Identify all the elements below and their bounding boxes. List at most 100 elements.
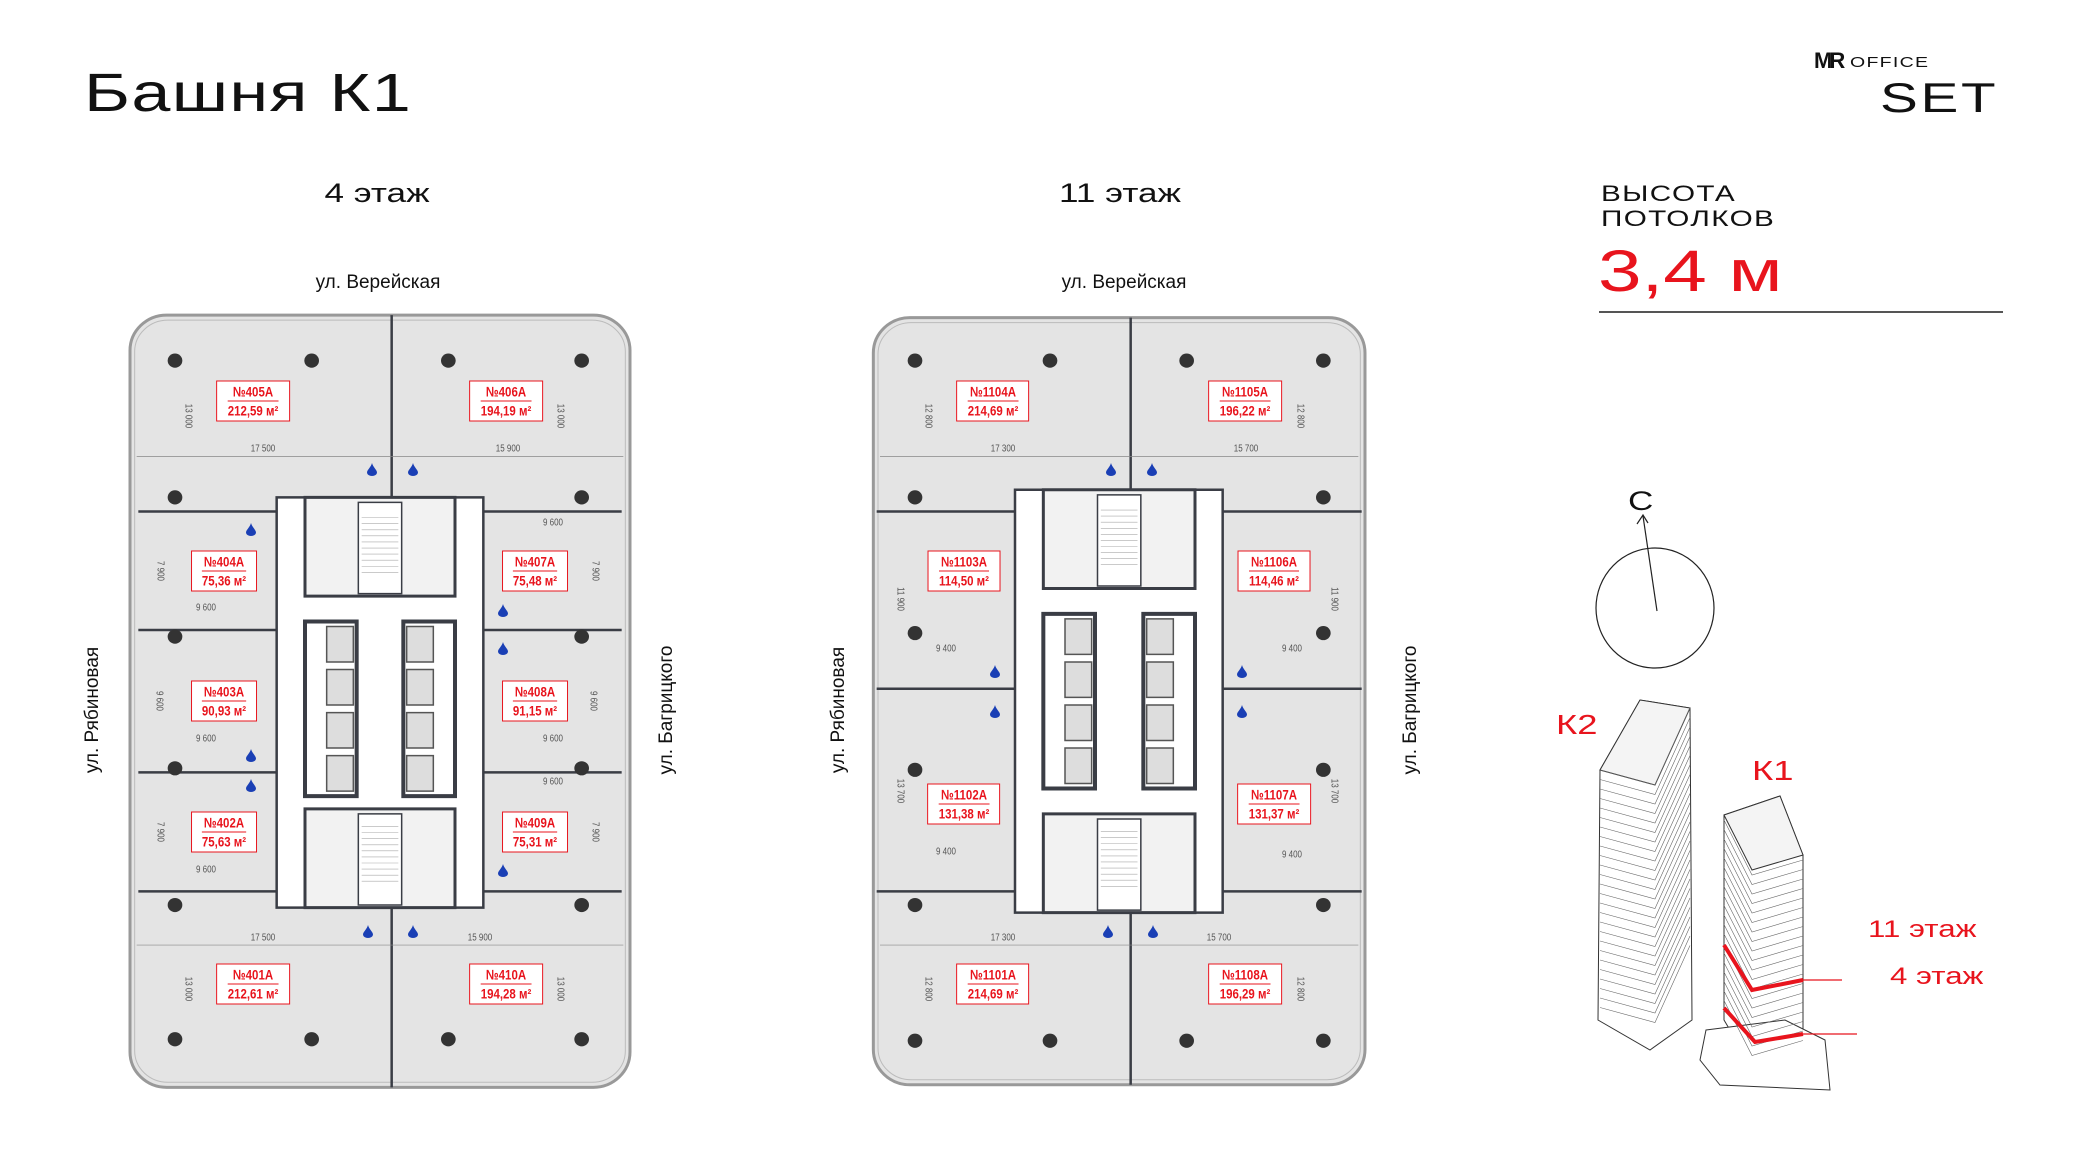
unit-area: 114,50 м²: [938, 572, 989, 589]
dimension-label: 7 900: [154, 821, 166, 842]
street-top-label: ул. Верейская: [1061, 272, 1187, 293]
dimension-label: 12 800: [922, 404, 934, 429]
dimension-label: 17 300: [991, 932, 1016, 944]
floor-title-4: 4 этаж: [324, 178, 430, 208]
compass-north-label: С: [1628, 486, 1654, 516]
column: [907, 490, 923, 505]
dimension-label: 9 600: [543, 776, 564, 788]
column: [304, 353, 319, 368]
dimension-label: 7 900: [154, 560, 166, 581]
dimension-label: 13 700: [894, 778, 906, 804]
water-drop-icon: [245, 523, 256, 537]
street-right-label: ул. Багрицкого: [1400, 645, 1421, 775]
street-top-label: ул. Верейская: [315, 272, 441, 293]
unit-area: 196,29 м²: [1219, 985, 1271, 1002]
unit-number: №402А: [202, 814, 247, 833]
unit-number: №410А: [480, 965, 532, 985]
logo-mr: MR: [1814, 48, 1845, 73]
unit-area: 214,69 м²: [967, 402, 1018, 419]
column: [167, 629, 183, 644]
unit-area: 194,28 м²: [480, 985, 532, 1002]
column: [441, 353, 456, 368]
column: [304, 1032, 319, 1047]
water-drop-icon: [497, 864, 508, 878]
water-drop-icon: [1147, 462, 1157, 476]
water-drop-icon: [990, 665, 1001, 679]
unit-area: 212,59 м²: [228, 402, 279, 419]
dimension-label: 7 900: [589, 560, 601, 581]
dimension-label: 13 000: [182, 404, 194, 429]
column: [574, 897, 589, 913]
column: [1316, 626, 1331, 641]
elevator-icon: [407, 627, 434, 662]
column: [1316, 897, 1331, 913]
unit-number: №1101А: [967, 965, 1018, 985]
unit-area: 75,36 м²: [202, 572, 247, 589]
dimension-label: 7 900: [589, 821, 601, 842]
unit-area: 90,93 м²: [202, 702, 247, 719]
elevator-icon: [1147, 748, 1174, 783]
column: [907, 1033, 923, 1048]
dimension-label: 17 300: [991, 443, 1016, 455]
column: [167, 490, 183, 505]
plan-drawing: [870, 310, 1390, 1100]
dimension-label: 17 500: [251, 932, 276, 944]
column: [574, 353, 589, 368]
water-drop-icon: [497, 642, 508, 656]
unit-number: №1105А: [1219, 383, 1271, 402]
unit-area: 194,19 м²: [480, 402, 532, 419]
street-left-label: ул. Рябиновая: [82, 646, 103, 774]
ceiling-height-value: 3,4 м: [1598, 239, 1783, 304]
ceiling-height-label: ВЫСОТА ПОТОЛКОВ: [1601, 181, 1775, 231]
logo-set: SET: [1880, 74, 1999, 121]
column: [1042, 353, 1058, 368]
dimension-label: 9 400: [935, 643, 957, 655]
dimension-label: 9 400: [1281, 643, 1302, 655]
dimension-label: 13 700: [1328, 778, 1340, 804]
dimension-label: 13 000: [554, 976, 566, 1001]
elevator-icon: [407, 756, 434, 791]
unit-area: 91,15 м²: [512, 702, 558, 719]
unit-number: №403А: [202, 683, 247, 702]
building-k1-label: К1: [1752, 755, 1794, 786]
column: [441, 1032, 456, 1047]
column: [1316, 762, 1331, 777]
dimension-label: 13 000: [182, 976, 194, 1001]
unit-number: №1102А: [938, 785, 989, 805]
plan-drawing: [120, 310, 640, 1100]
dimension-label: 9 400: [935, 846, 957, 858]
dimension-label: 9 600: [543, 517, 564, 529]
column: [167, 1032, 183, 1047]
unit-number: №406А: [480, 383, 532, 402]
stair: [358, 814, 401, 905]
unit-number: №407А: [512, 553, 558, 572]
divider: [1599, 311, 2003, 313]
unit-area: 114,46 м²: [1249, 572, 1299, 589]
ceiling-label-line2: ПОТОЛКОВ: [1601, 206, 1776, 231]
unit-number: №1108А: [1219, 965, 1271, 985]
water-drop-icon: [245, 748, 256, 762]
unit-area: 75,63 м²: [202, 833, 247, 850]
column: [1042, 1033, 1058, 1048]
column: [167, 761, 183, 776]
elevator-icon: [327, 756, 354, 791]
